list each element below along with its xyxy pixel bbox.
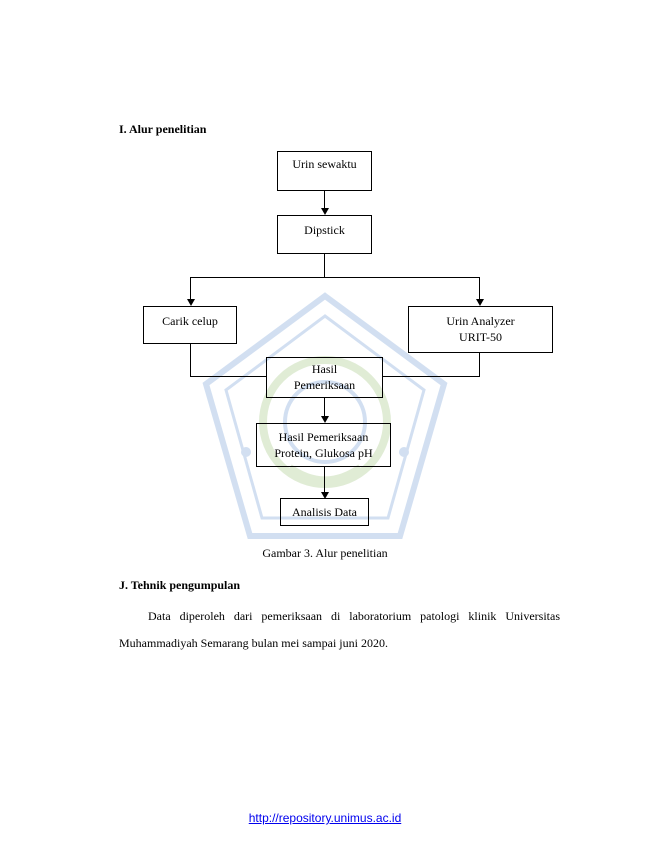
connector-line [190, 376, 267, 378]
arrow-down-icon [321, 492, 329, 499]
label-pemeriksaan: Pemeriksaan [293, 378, 356, 392]
box-hasil-pemeriksaan: Hasil Pemeriksaan [266, 357, 383, 398]
section-heading-i: I. Alur penelitian [119, 122, 207, 136]
label-urin-sewaktu: Urin sewaktu [292, 157, 357, 171]
connector-line [383, 376, 480, 378]
label-urit-50: URIT-50 [459, 330, 502, 344]
box-urin-analyzer: Urin Analyzer URIT-50 [408, 306, 553, 353]
box-analisis-data: Analisis Data [280, 498, 369, 526]
label-hasil-pemeriksaan: Hasil Pemeriksaan [278, 430, 369, 444]
box-dipstick: Dipstick [277, 215, 372, 254]
connector-line [190, 277, 192, 301]
connector-line [190, 277, 480, 279]
box-urin-sewaktu: Urin sewaktu [277, 151, 372, 191]
connector-line [479, 277, 481, 301]
connector-line [190, 344, 192, 377]
label-hasil: Hasil [311, 362, 338, 376]
connector-line [324, 398, 326, 418]
connector-line [479, 353, 481, 377]
arrow-down-icon [321, 208, 329, 215]
box-carik-celup: Carik celup [143, 306, 237, 344]
connector-line [324, 191, 326, 210]
label-dipstick: Dipstick [304, 223, 345, 237]
arrow-down-icon [476, 299, 484, 306]
connector-line [324, 254, 326, 278]
arrow-down-icon [321, 416, 329, 423]
footer: http://repository.unimus.ac.id [0, 811, 650, 825]
body-paragraph: Data diperoleh dari pemeriksaan di labor… [119, 609, 560, 650]
label-analisis-data: Analisis Data [292, 505, 357, 519]
box-hasil-protein-glukosa: Hasil Pemeriksaan Protein, Glukosa pH [256, 423, 391, 467]
figure-caption: Gambar 3. Alur penelitian [262, 546, 388, 560]
section-heading-j: J. Tehnik pengumpulan [119, 578, 241, 592]
repository-link[interactable]: http://repository.unimus.ac.id [248, 811, 402, 825]
arrow-down-icon [187, 299, 195, 306]
label-protein-glukosa-ph: Protein, Glukosa pH [274, 446, 373, 460]
connector-line [324, 467, 326, 494]
label-urin-analyzer: Urin Analyzer [446, 314, 515, 328]
label-carik-celup: Carik celup [162, 314, 218, 328]
